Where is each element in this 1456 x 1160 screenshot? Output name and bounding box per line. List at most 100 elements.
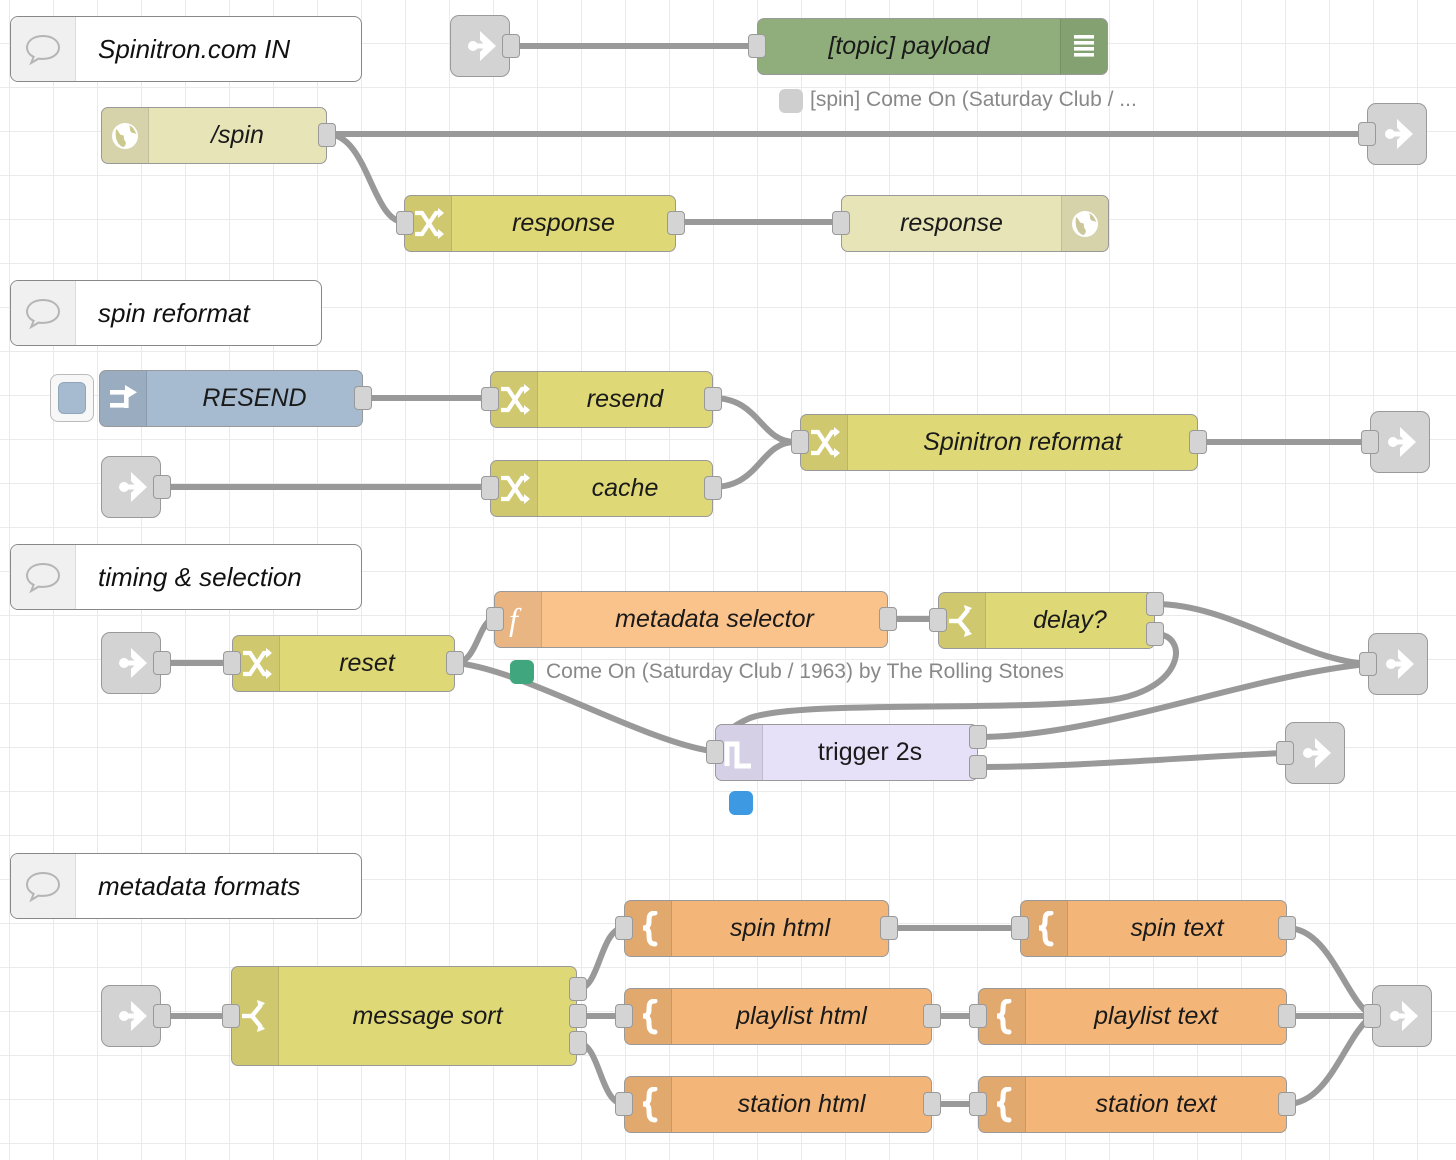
http-response-label: response — [900, 209, 1003, 237]
link-out-spin-response[interactable] — [1367, 103, 1427, 165]
playlist-html-output-port[interactable] — [923, 1004, 941, 1028]
template-node-station-text[interactable]: station text — [978, 1076, 1287, 1133]
trigger-output-port-1[interactable] — [969, 725, 987, 749]
message-sort-output-port-1[interactable] — [569, 977, 587, 1001]
debug-node-input-port[interactable] — [748, 34, 766, 58]
template-node-station-html[interactable]: station html — [624, 1076, 932, 1133]
http-in-node-label: /spin — [211, 121, 264, 149]
change-cache-output-port[interactable] — [704, 476, 722, 500]
station-text-output-port[interactable] — [1278, 1092, 1296, 1116]
trigger-input-port[interactable] — [706, 740, 724, 764]
link-out-timing-b-input-port[interactable] — [1276, 741, 1294, 765]
change-cache-input-port[interactable] — [481, 476, 499, 500]
station-html-output-port[interactable] — [923, 1092, 941, 1116]
comment-label: spin reformat — [98, 297, 250, 328]
playlist-html-input-port[interactable] — [615, 1004, 633, 1028]
spinitron-reformat-input-port[interactable] — [791, 430, 809, 454]
http-response-node[interactable]: response — [841, 195, 1109, 252]
template-node-playlist-html[interactable]: playlist html — [624, 988, 932, 1045]
trigger-output-port-2[interactable] — [969, 755, 987, 779]
station-text-label: station text — [1095, 1090, 1217, 1118]
switch-node-message-sort[interactable]: message sort — [231, 966, 577, 1066]
http-in-node-spin[interactable]: /spin — [101, 107, 327, 164]
playlist-html-label: playlist html — [736, 1002, 867, 1030]
trigger-node-2s[interactable]: trigger 2s — [715, 724, 978, 781]
switch-delay-output-port-1[interactable] — [1146, 592, 1164, 616]
change-node-reset[interactable]: reset — [232, 635, 455, 692]
change-response-input-port[interactable] — [396, 211, 414, 235]
spin-text-input-port[interactable] — [1011, 916, 1029, 940]
metadata-selector-input-port[interactable] — [486, 607, 504, 631]
comment-icon — [11, 281, 76, 345]
message-sort-input-port[interactable] — [222, 1004, 240, 1028]
link-in-message-sort[interactable] — [101, 985, 161, 1047]
change-reset-output-port[interactable] — [446, 651, 464, 675]
change-cache-label: cache — [591, 474, 659, 502]
link-in-top-output-port[interactable] — [502, 34, 520, 58]
link-node-icon — [1386, 649, 1414, 679]
switch-delay-input-port[interactable] — [929, 608, 947, 632]
http-response-input-port[interactable] — [832, 211, 850, 235]
playlist-text-input-port[interactable] — [969, 1004, 987, 1028]
template-node-spin-html[interactable]: spin html — [624, 900, 889, 957]
change-node-cache[interactable]: cache — [490, 460, 713, 517]
switch-delay-label: delay? — [1033, 606, 1107, 634]
link-node-icon — [119, 648, 147, 678]
function-node-metadata-selector[interactable]: f metadata selector — [494, 591, 888, 648]
spin-html-output-port[interactable] — [880, 916, 898, 940]
link-out-reformat-input-port[interactable] — [1361, 430, 1379, 454]
inject-node-resend[interactable]: RESEND — [99, 370, 363, 427]
globe-icon — [1061, 196, 1108, 251]
link-in-top[interactable] — [450, 15, 510, 77]
link-out-reformat[interactable] — [1370, 411, 1430, 473]
message-sort-output-port-3[interactable] — [569, 1031, 587, 1055]
link-in-cache-output-port[interactable] — [153, 475, 171, 499]
link-in-reset-output-port[interactable] — [153, 651, 171, 675]
station-text-input-port[interactable] — [969, 1092, 987, 1116]
comment-node-spin-reformat[interactable]: spin reformat — [10, 280, 322, 346]
change-resend-output-port[interactable] — [704, 387, 722, 411]
comment-node-metadata-formats[interactable]: metadata formats — [10, 853, 362, 919]
link-out-timing-a[interactable] — [1368, 633, 1428, 695]
station-html-input-port[interactable] — [615, 1092, 633, 1116]
http-in-output-port[interactable] — [318, 123, 336, 147]
spin-text-label: spin text — [1130, 914, 1224, 942]
inject-trigger-button[interactable] — [50, 374, 94, 422]
spin-html-input-port[interactable] — [615, 916, 633, 940]
template-node-spin-text[interactable]: spin text — [1020, 900, 1287, 957]
switch-delay-output-port-2[interactable] — [1146, 622, 1164, 646]
change-resend-input-port[interactable] — [481, 387, 499, 411]
switch-node-delay[interactable]: delay? — [938, 592, 1155, 649]
svg-text:f: f — [509, 602, 522, 637]
shuffle-icon — [491, 372, 538, 427]
comment-node-spinitron-in[interactable]: Spinitron.com IN — [10, 16, 362, 82]
change-reset-input-port[interactable] — [223, 651, 241, 675]
link-in-message-sort-output-port[interactable] — [153, 1004, 171, 1028]
link-out-timing-b[interactable] — [1285, 722, 1345, 784]
spin-text-output-port[interactable] — [1278, 916, 1296, 940]
metadata-selector-status-text: Come On (Saturday Club / 1963) by The Ro… — [546, 660, 1064, 683]
metadata-selector-output-port[interactable] — [879, 607, 897, 631]
comment-label: metadata formats — [98, 870, 301, 901]
spinitron-reformat-output-port[interactable] — [1189, 430, 1207, 454]
link-out-timing-a-input-port[interactable] — [1359, 652, 1377, 676]
comment-icon — [11, 17, 76, 81]
link-out-spin-input-port[interactable] — [1358, 122, 1376, 146]
debug-node-topic-payload[interactable]: [topic] payload — [757, 18, 1108, 75]
change-node-response[interactable]: response — [404, 195, 676, 252]
change-node-resend[interactable]: resend — [490, 371, 713, 428]
template-node-playlist-text[interactable]: playlist text — [978, 988, 1287, 1045]
change-response-output-port[interactable] — [667, 211, 685, 235]
link-out-formats[interactable] — [1372, 985, 1432, 1047]
link-in-cache[interactable] — [101, 456, 161, 518]
debug-lines-icon — [1060, 19, 1107, 74]
inject-resend-output-port[interactable] — [354, 386, 372, 410]
link-in-reset[interactable] — [101, 632, 161, 694]
comment-node-timing-selection[interactable]: timing & selection — [10, 544, 362, 610]
change-node-spinitron-reformat[interactable]: Spinitron reformat — [800, 414, 1198, 471]
link-out-formats-input-port[interactable] — [1363, 1004, 1381, 1028]
link-node-icon — [119, 1001, 147, 1031]
message-sort-output-port-2[interactable] — [569, 1004, 587, 1028]
playlist-text-output-port[interactable] — [1278, 1004, 1296, 1028]
